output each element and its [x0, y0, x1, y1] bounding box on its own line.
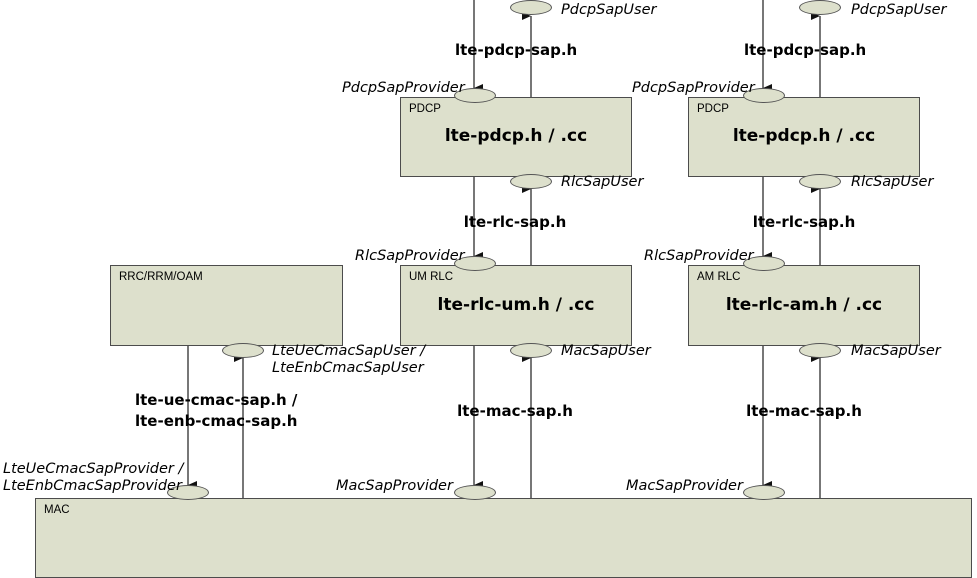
box-tag-mac: MAC — [44, 504, 70, 516]
sap-label-mac_provider_left: MacSapProvider — [336, 478, 453, 495]
sap-label-line: PdcpSapProvider — [342, 80, 465, 96]
sap-socket-mac_provider_left[interactable] — [454, 485, 496, 500]
header-file-label-mac_sap_left: lte-mac-sap.h — [455, 401, 575, 422]
sap-label-mac_provider_right: MacSapProvider — [626, 478, 743, 495]
sap-label-rlc_user_left: RlcSapUser — [561, 174, 643, 191]
sap-socket-mac_user_left[interactable] — [510, 343, 552, 358]
sap-label-line: RlcSapUser — [851, 174, 934, 190]
sap-label-pdcp_provider_right: PdcpSapProvider — [632, 80, 755, 97]
box-title-rlc_um: lte-rlc-um.h / .cc — [437, 295, 595, 315]
header-file-label-line: lte-rlc-sap.h — [463, 213, 567, 231]
sap-label-line: RlcSapProvider — [355, 248, 465, 264]
header-file-label-line: lte-mac-sap.h — [746, 402, 862, 420]
header-file-label-line: lte-pdcp-sap.h — [455, 41, 578, 59]
sap-label-line: LteEnbCmacSapProvider — [3, 478, 182, 494]
header-file-label-line: lte-ue-cmac-sap.h / — [135, 391, 298, 409]
sap-label-mac_user_left: MacSapUser — [561, 343, 651, 360]
sap-label-line: PdcpSapUser — [851, 2, 947, 18]
sap-socket-pdcp_user_left[interactable] — [510, 0, 552, 15]
sap-socket-mac_provider_right[interactable] — [743, 485, 785, 500]
component-box-mac[interactable]: MAC — [35, 498, 972, 578]
box-title-rlc_am: lte-rlc-am.h / .cc — [725, 295, 883, 315]
header-file-label-cmac_sap: lte-ue-cmac-sap.h / lte-enb-cmac-sap.h — [135, 390, 297, 432]
sap-label-cmac_user: LteUeCmacSapUser /LteEnbCmacSapUser — [272, 343, 425, 377]
sap-label-rlc_user_right: RlcSapUser — [851, 174, 933, 191]
sap-socket-rlc_user_right[interactable] — [799, 174, 841, 189]
sap-label-line: MacSapUser — [851, 343, 941, 359]
sap-label-pdcp_user_left: PdcpSapUser — [561, 2, 656, 19]
sap-label-line: PdcpSapProvider — [632, 80, 755, 96]
sap-label-line: LteEnbCmacSapUser — [272, 360, 424, 376]
header-file-label-line: lte-pdcp-sap.h — [744, 41, 867, 59]
sap-label-rlc_provider_left: RlcSapProvider — [355, 248, 465, 265]
sap-label-mac_user_right: MacSapUser — [851, 343, 941, 360]
component-box-rlc_am[interactable]: AM RLC lte-rlc-am.h / .cc — [688, 265, 920, 346]
sap-label-line: RlcSapUser — [561, 174, 644, 190]
header-file-label-line: lte-mac-sap.h — [457, 402, 573, 420]
box-title-pdcp_right: lte-pdcp.h / .cc — [732, 126, 876, 146]
sap-label-cmac_provider: LteUeCmacSapProvider /LteEnbCmacSapProvi… — [3, 461, 183, 495]
header-file-label-mac_sap_right: lte-mac-sap.h — [744, 401, 864, 422]
box-tag-pdcp_left: PDCP — [409, 103, 441, 115]
sap-label-pdcp_user_right: PdcpSapUser — [851, 2, 946, 19]
sap-label-pdcp_provider_left: PdcpSapProvider — [342, 80, 465, 97]
sap-label-line: MacSapUser — [561, 343, 651, 359]
sap-socket-cmac_user[interactable] — [222, 343, 264, 358]
sap-label-line: LteUeCmacSapUser / — [272, 343, 426, 359]
sap-label-line: MacSapProvider — [336, 478, 453, 494]
component-box-rlc_um[interactable]: UM RLC lte-rlc-um.h / .cc — [400, 265, 632, 346]
sap-label-line: PdcpSapUser — [561, 2, 657, 18]
header-file-label-pdcp_sap_right: lte-pdcp-sap.h — [744, 40, 867, 61]
sap-label-line: LteUeCmacSapProvider / — [3, 461, 184, 477]
sap-label-rlc_provider_right: RlcSapProvider — [644, 248, 754, 265]
sap-label-line: RlcSapProvider — [644, 248, 754, 264]
box-tag-pdcp_right: PDCP — [697, 103, 729, 115]
box-tag-rlc_am: AM RLC — [697, 271, 741, 283]
header-file-label-line: lte-enb-cmac-sap.h — [135, 412, 298, 430]
component-box-rrc[interactable]: RRC/RRM/OAM — [110, 265, 343, 346]
sap-label-line: MacSapProvider — [626, 478, 743, 494]
box-tag-rlc_um: UM RLC — [409, 271, 454, 283]
header-file-label-pdcp_sap_left: lte-pdcp-sap.h — [455, 40, 578, 61]
box-tag-rrc: RRC/RRM/OAM — [119, 271, 203, 283]
sap-socket-pdcp_user_right[interactable] — [799, 0, 841, 15]
header-file-label-rlc_sap_left: lte-rlc-sap.h — [455, 212, 575, 233]
box-title-pdcp_left: lte-pdcp.h / .cc — [444, 126, 588, 146]
header-file-label-line: lte-rlc-sap.h — [752, 213, 856, 231]
header-file-label-rlc_sap_right: lte-rlc-sap.h — [744, 212, 864, 233]
sap-socket-rlc_user_left[interactable] — [510, 174, 552, 189]
sap-socket-mac_user_right[interactable] — [799, 343, 841, 358]
